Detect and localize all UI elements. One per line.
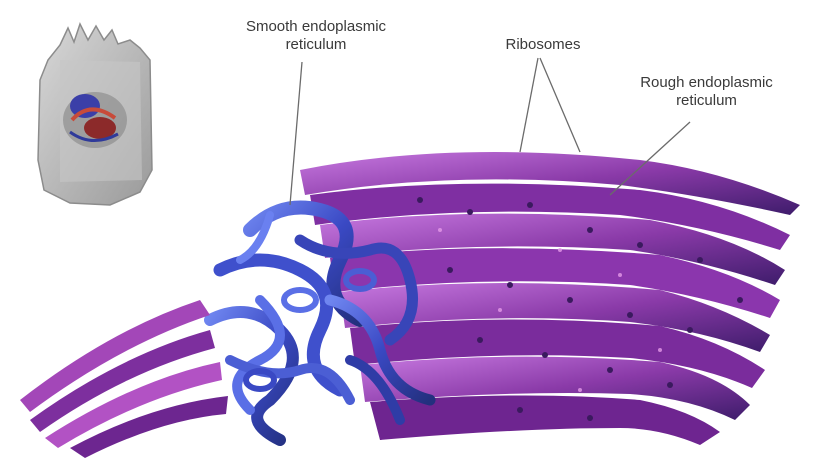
rough-er-label-line2: reticulum xyxy=(594,92,819,110)
ribosomes-label-text: Ribosomes xyxy=(478,36,608,54)
smooth-er-label-line1: Smooth endoplasmic xyxy=(196,18,436,36)
rough-er-label-line1: Rough endoplasmic xyxy=(594,74,819,92)
rough-er-label: Rough endoplasmic reticulum xyxy=(594,74,819,110)
leader-ribosome-left xyxy=(520,58,538,152)
rough-er-sheets xyxy=(300,152,800,445)
cell-inset-icon xyxy=(38,24,152,205)
smooth-er-label: Smooth endoplasmic reticulum xyxy=(196,18,436,54)
smooth-er-label-line2: reticulum xyxy=(196,36,436,54)
leader-smooth-er xyxy=(290,62,302,205)
left-er-fringe xyxy=(20,300,228,458)
leader-ribosome-right xyxy=(540,58,580,152)
ribosomes-label: Ribosomes xyxy=(478,36,608,54)
